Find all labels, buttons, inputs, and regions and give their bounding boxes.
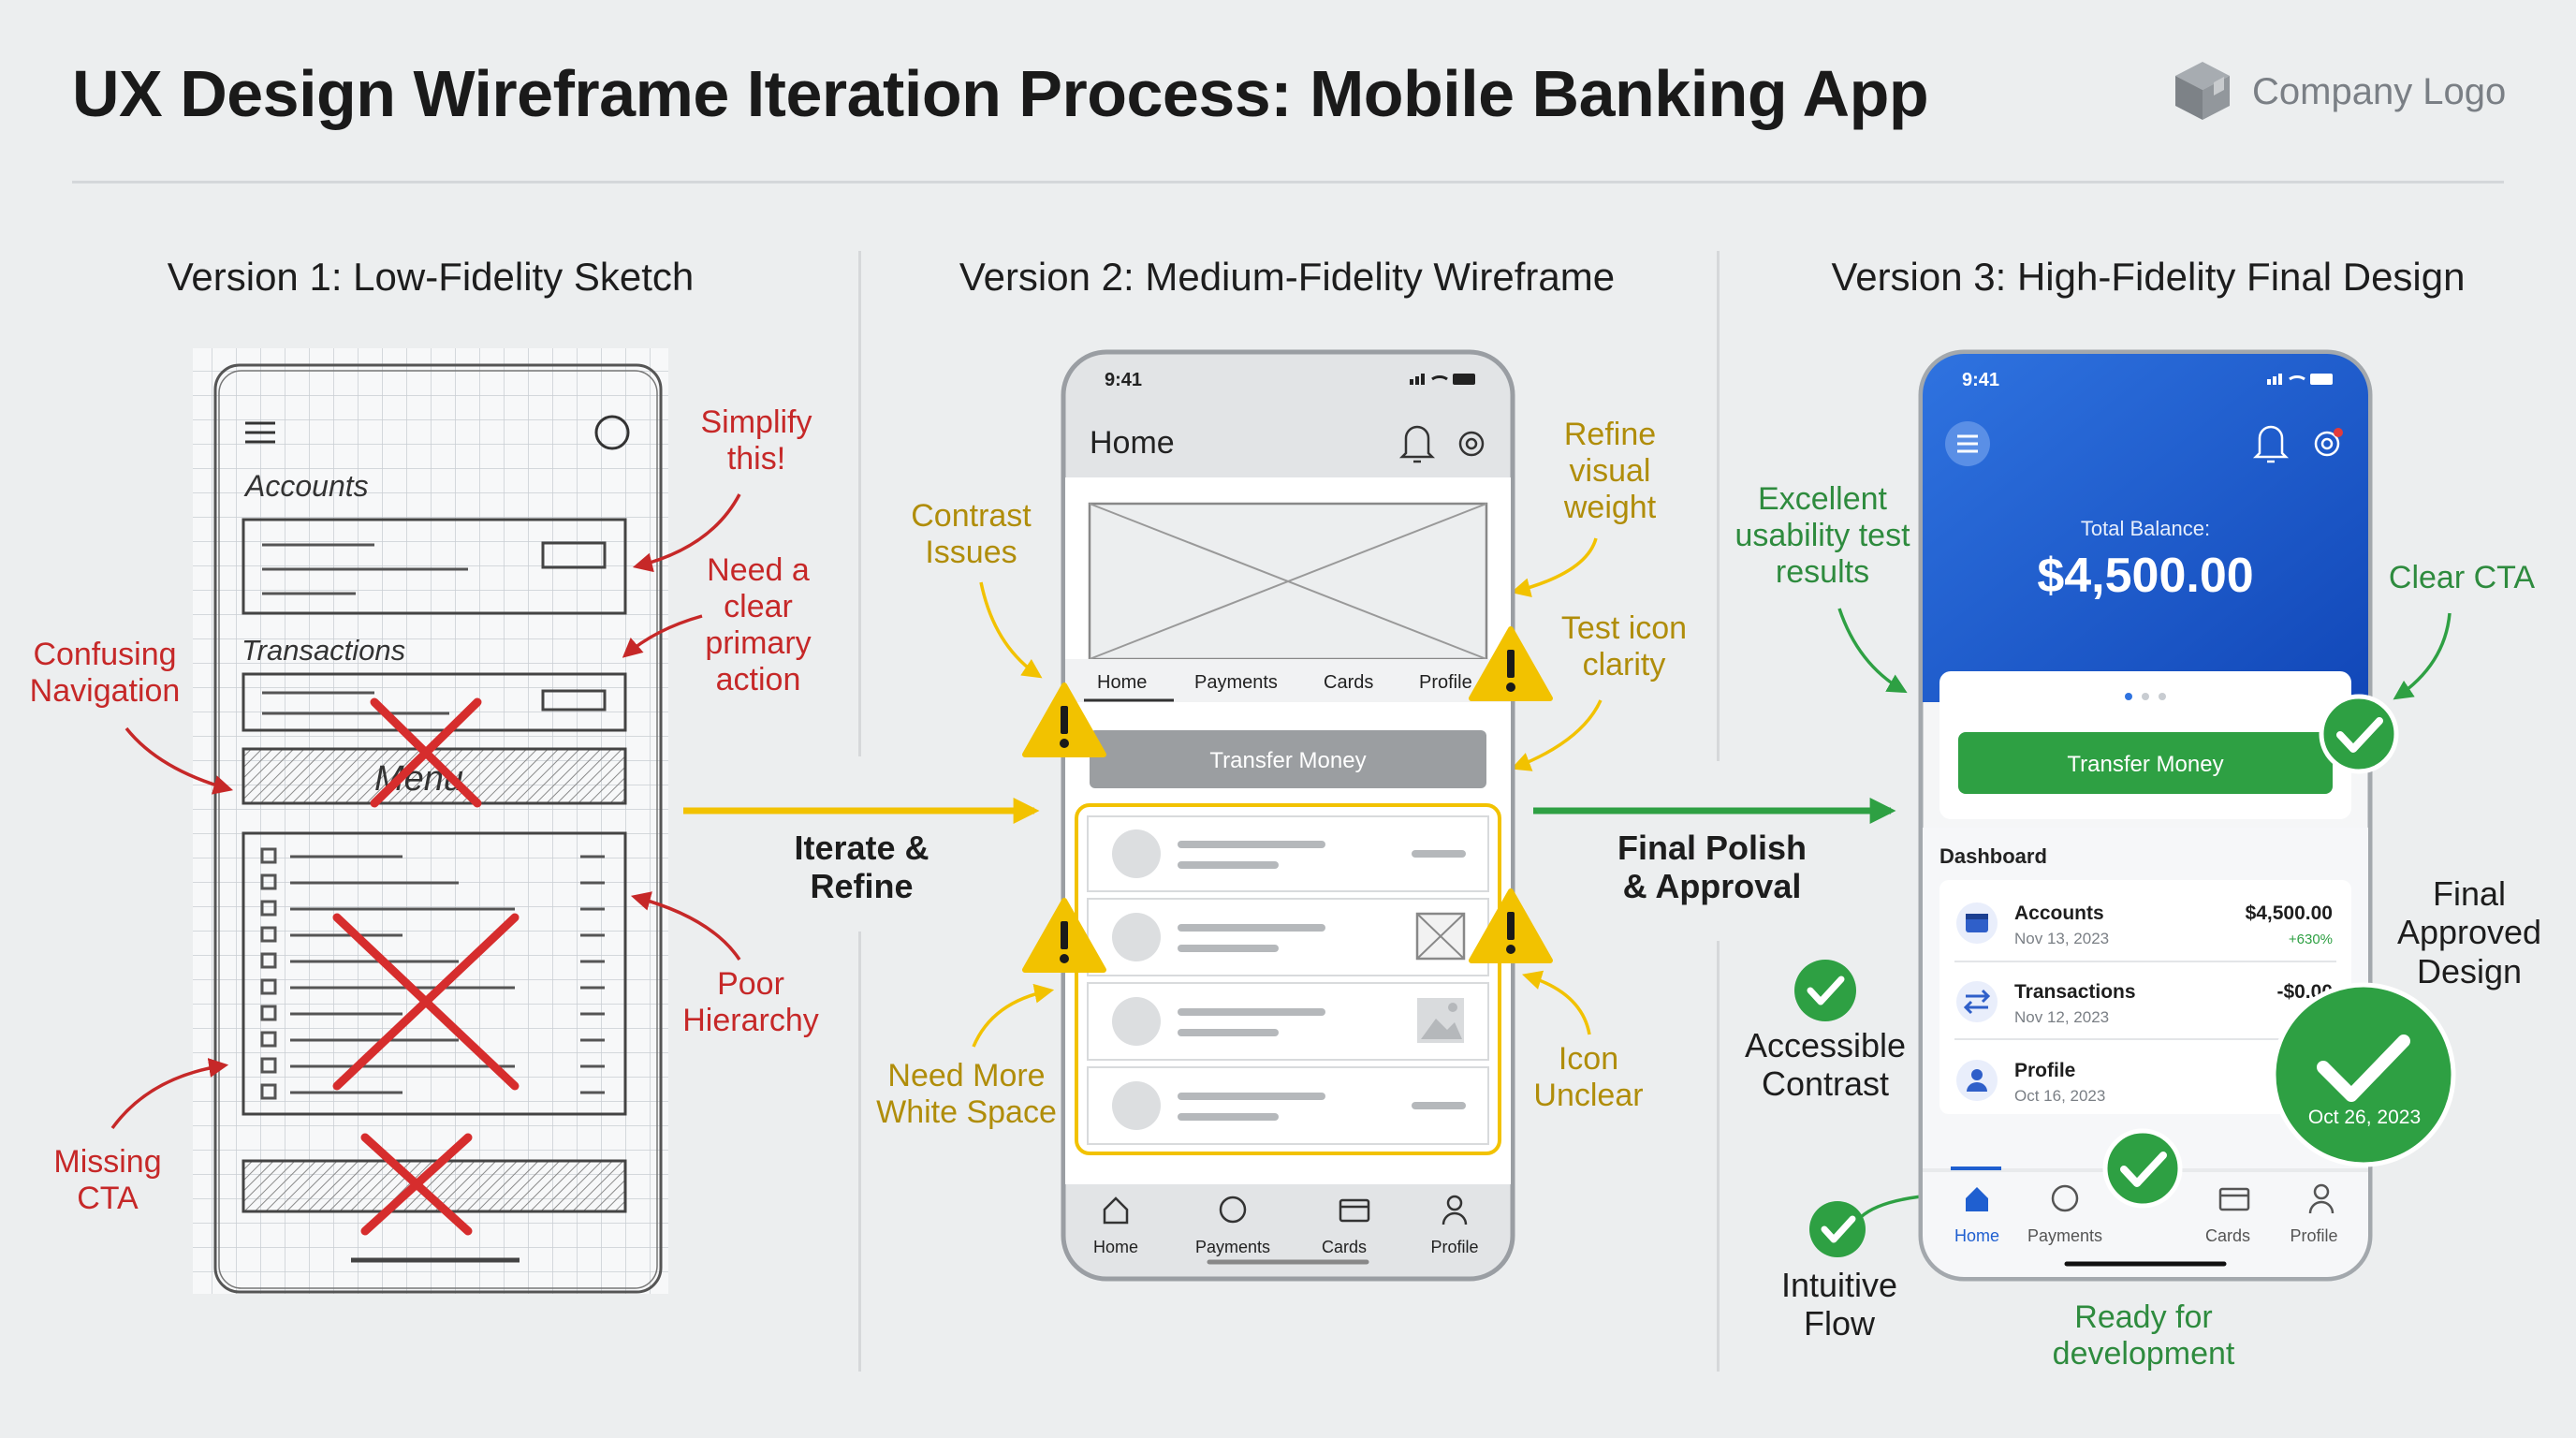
low-fidelity-sketch: Accounts Transactions Menu	[193, 348, 668, 1294]
annotation-ready-for-development: Ready for development	[2052, 1299, 2235, 1372]
annotation-icon-clarity: Test icon clarity	[1560, 610, 1688, 683]
cards-icon	[2218, 1187, 2250, 1211]
v3-row-profile[interactable]: Profile	[2014, 1060, 2075, 1081]
v3-row-accounts[interactable]: Accounts	[2014, 902, 2104, 924]
sketch-transactions-label: Transactions	[242, 634, 405, 667]
annotation-missing-cta: Missing CTA	[53, 1144, 162, 1217]
profile-circle-icon	[594, 415, 630, 450]
sketch-accounts-label: Accounts	[243, 469, 369, 503]
image-placeholder	[1088, 502, 1488, 661]
gear-icon[interactable]	[2314, 431, 2340, 457]
profile-icon	[1446, 1195, 1463, 1211]
column-heading-v3: Version 3: High-Fidelity Final Design	[1831, 255, 2466, 299]
column-heading-v1: Version 1: Low-Fidelity Sketch	[167, 255, 695, 299]
annotation-accessible-contrast: Accessible Contrast	[1744, 1026, 1907, 1104]
v3-status-time: 9:41	[1962, 370, 1999, 390]
payments-icon	[2051, 1184, 2079, 1212]
status-icons	[2267, 374, 2333, 385]
check-icon	[1809, 1201, 1866, 1257]
approved-date: Oct 26, 2023	[2307, 1107, 2422, 1128]
v2-tab-payments[interactable]: Payments	[1194, 672, 1278, 693]
annotation-confusing-navigation: Confusing Navigation	[29, 637, 181, 710]
v3-balance-value: $4,500.00	[2037, 549, 2253, 603]
medium-fidelity-phone: 9:41 Home Home Payments Cards Profile Tr…	[1061, 349, 1515, 1282]
annotation-poor-hierarchy: Poor Hierarchy	[682, 966, 819, 1039]
profile-icon	[2313, 1183, 2330, 1200]
home-icon	[1966, 1187, 1988, 1211]
arrow-label-final-polish: Final Polish & Approval	[1617, 829, 1808, 906]
check-icon	[1794, 960, 1856, 1021]
column-divider	[858, 932, 861, 1372]
header-divider	[72, 181, 2504, 183]
v2-tab-cards[interactable]: Cards	[1324, 672, 1373, 693]
sketch-list	[260, 847, 605, 1100]
v3-row-change: -51	[2312, 1010, 2333, 1026]
v3-nav-profile[interactable]: Profile	[2290, 1226, 2337, 1245]
bell-icon[interactable]	[2252, 425, 2290, 463]
v3-transfer-label: Transfer Money	[2067, 752, 2223, 777]
column-divider	[858, 251, 861, 756]
annotation-contrast-issues: Contrast Issues	[911, 498, 1032, 571]
cards-icon	[1339, 1198, 1370, 1223]
cube-icon	[2175, 62, 2230, 120]
v3-dashboard-label: Dashboard	[1939, 844, 2047, 868]
v2-transfer-button[interactable]	[1090, 730, 1486, 788]
v3-row-change: -26	[2299, 1089, 2320, 1105]
home-icon	[1103, 1196, 1129, 1225]
status-icons	[1410, 374, 1475, 385]
v3-row-amount: $4,500.00	[2246, 902, 2333, 924]
broken-image-icon	[1415, 912, 1466, 961]
annotation-clear-cta: Clear CTA	[2388, 560, 2536, 595]
v3-nav-home[interactable]: Home	[1954, 1226, 1999, 1245]
v3-row-date: Oct 16, 2023	[2014, 1087, 2105, 1105]
hamburger-icon	[245, 421, 275, 444]
annotation-final-design: Final Approved Design	[2396, 874, 2542, 990]
v3-nav-cards[interactable]: Cards	[2205, 1226, 2250, 1245]
bell-icon[interactable]	[1398, 425, 1436, 463]
annotation-usability: Excellent usability test results	[1734, 481, 1910, 591]
annotation-icon-unclear: Icon Unclear	[1533, 1041, 1644, 1114]
v2-nav-payments[interactable]: Payments	[1195, 1238, 1270, 1256]
v3-row-transactions[interactable]: Transactions	[2014, 981, 2136, 1003]
arrow-label-iterate: Iterate & Refine	[794, 829, 929, 906]
annotation-simplify: Simplify this!	[700, 404, 812, 477]
v2-nav-profile[interactable]: Profile	[1430, 1238, 1478, 1256]
v2-transfer-label: Transfer Money	[1209, 748, 1366, 773]
high-fidelity-phone: 9:41 Total Balance: $4,500.00 Transfer M…	[1918, 349, 2373, 1282]
notification-dot	[2334, 428, 2343, 437]
payments-icon	[1219, 1196, 1247, 1224]
profile-icon	[1956, 1060, 1998, 1101]
column-divider	[1717, 251, 1720, 761]
v2-list	[1087, 815, 1489, 1145]
transfer-arrows-icon	[1956, 981, 1998, 1022]
v2-tab-profile[interactable]: Profile	[1419, 672, 1472, 693]
v2-nav-home[interactable]: Home	[1093, 1238, 1138, 1256]
wallet-icon	[1956, 902, 1998, 944]
annotation-refine-weight: Refine visual weight	[1563, 417, 1657, 526]
column-heading-v2: Version 2: Medium-Fidelity Wireframe	[959, 255, 1616, 299]
annotation-white-space: Need More White Space	[876, 1058, 1057, 1131]
annotation-primary-action: Need a clear primary action	[705, 552, 812, 698]
menu-icon[interactable]	[1945, 421, 1990, 466]
v2-screen-title: Home	[1090, 425, 1175, 461]
column-divider	[1717, 941, 1720, 1372]
v2-tab-home[interactable]: Home	[1097, 672, 1147, 693]
v3-row-amount: -$0.00	[2276, 981, 2333, 1003]
v2-status-time: 9:41	[1105, 370, 1142, 390]
annotation-intuitive-flow: Intuitive Flow	[1780, 1266, 1898, 1343]
company-logo: Company Logo	[2170, 58, 2507, 124]
v3-nav-payments[interactable]: Payments	[2027, 1226, 2102, 1245]
v3-row-change: +630%	[2289, 932, 2333, 947]
page-title: UX Design Wireframe Iteration Process: M…	[72, 57, 1929, 130]
v3-row-date: Nov 12, 2023	[2014, 1008, 2109, 1026]
v2-nav-icons	[1103, 1195, 1468, 1225]
v3-row-date: Nov 13, 2023	[2014, 930, 2109, 947]
image-icon	[1417, 998, 1464, 1043]
v3-balance-label: Total Balance:	[2081, 517, 2210, 540]
gear-icon[interactable]	[1458, 431, 1485, 457]
logo-text: Company Logo	[2252, 71, 2507, 112]
red-x-marks	[332, 697, 520, 1236]
v2-nav-cards[interactable]: Cards	[1322, 1238, 1367, 1256]
v3-transfer-button[interactable]	[1958, 732, 2333, 794]
